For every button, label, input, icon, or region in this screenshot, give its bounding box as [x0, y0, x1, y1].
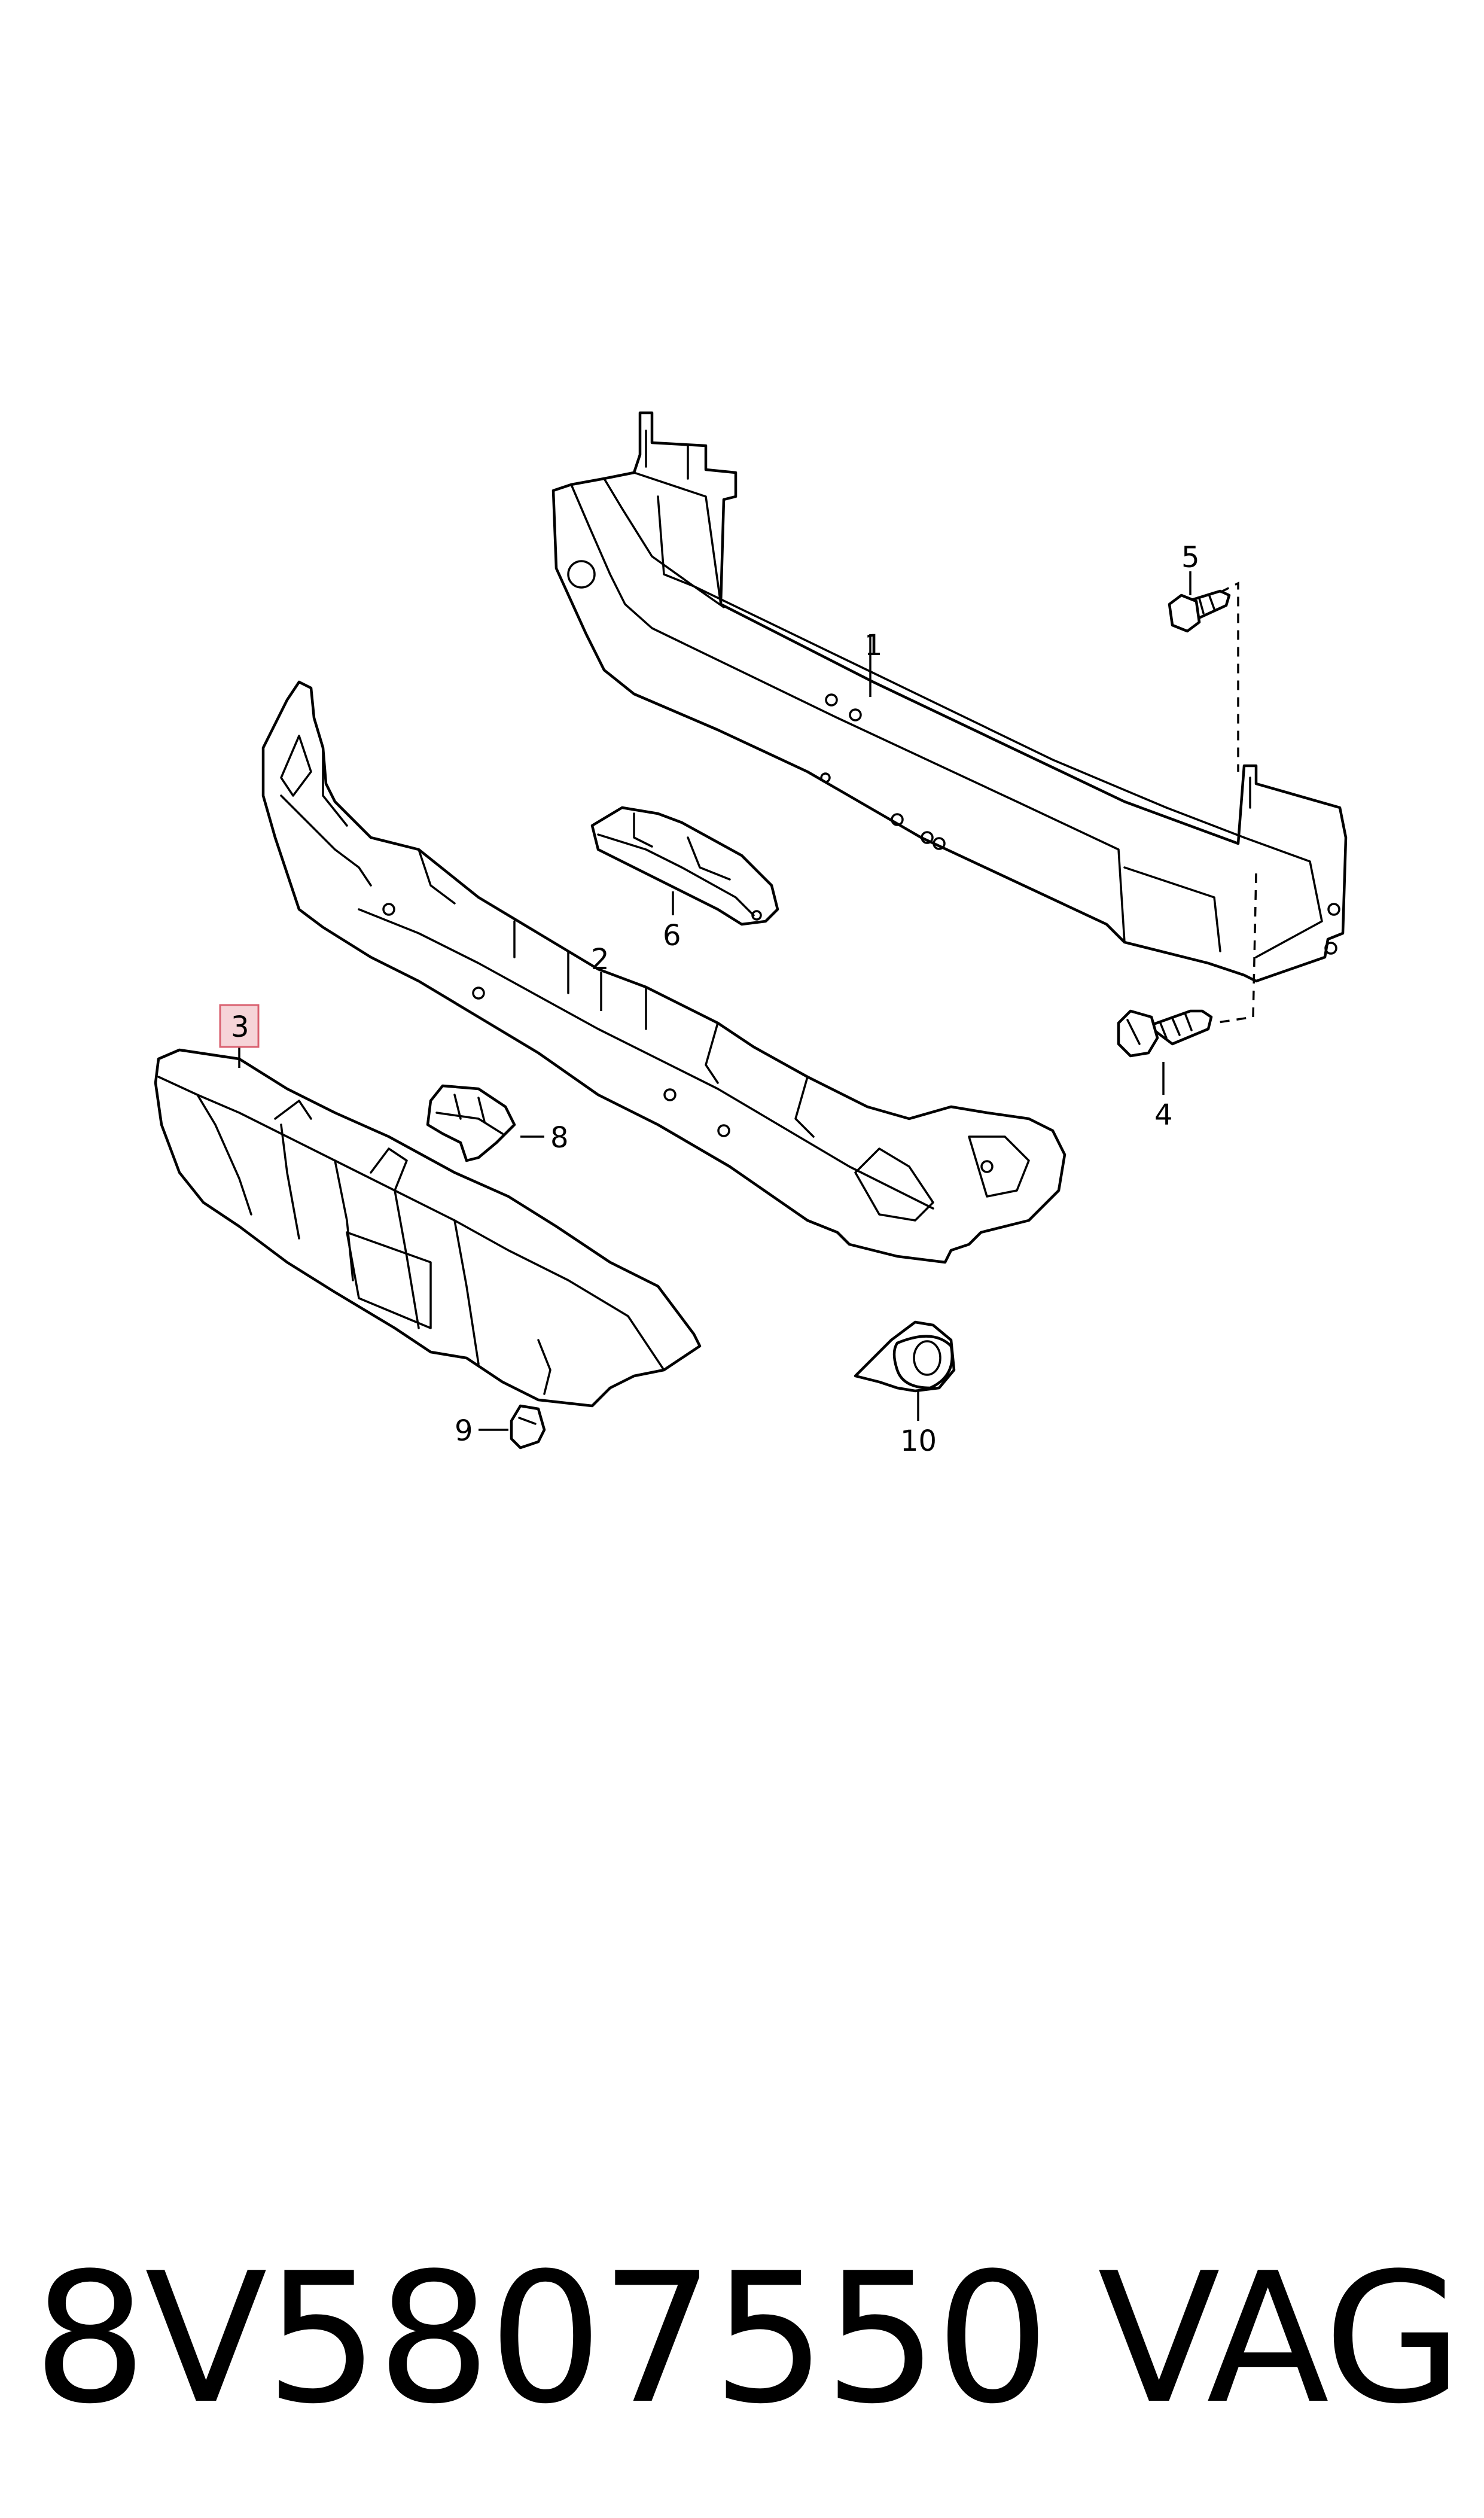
exploded-parts-diagram: 1 2 3 4 5 6 8 9 10 [154, 411, 1348, 1458]
part-number: 8V5807550 [33, 2234, 1050, 2443]
callout-9: 9 [455, 1414, 473, 1448]
lower-absorber [154, 1048, 702, 1408]
hex-bolt [1117, 1009, 1213, 1058]
clip-bracket [426, 1084, 516, 1162]
brand-name: VAG [1098, 2234, 1462, 2443]
bracket [590, 806, 779, 926]
callout-5: 5 [1181, 541, 1200, 574]
callout-1: 1 [864, 629, 883, 662]
tape-roll [854, 1320, 956, 1393]
callout-3-highlight [219, 1004, 260, 1048]
callout-10: 10 [900, 1424, 937, 1458]
callout-2: 2 [591, 943, 610, 976]
clip [510, 1404, 546, 1450]
callout-3: 3 [231, 1010, 249, 1044]
screw [1168, 589, 1231, 633]
callout-8: 8 [550, 1121, 569, 1155]
assembly-dashed-line [1214, 581, 1257, 1024]
callout-6: 6 [663, 919, 681, 952]
bumper-reinforcement-beam [551, 411, 1348, 983]
callout-4: 4 [1154, 1098, 1173, 1132]
impact-absorber [261, 680, 1066, 1264]
